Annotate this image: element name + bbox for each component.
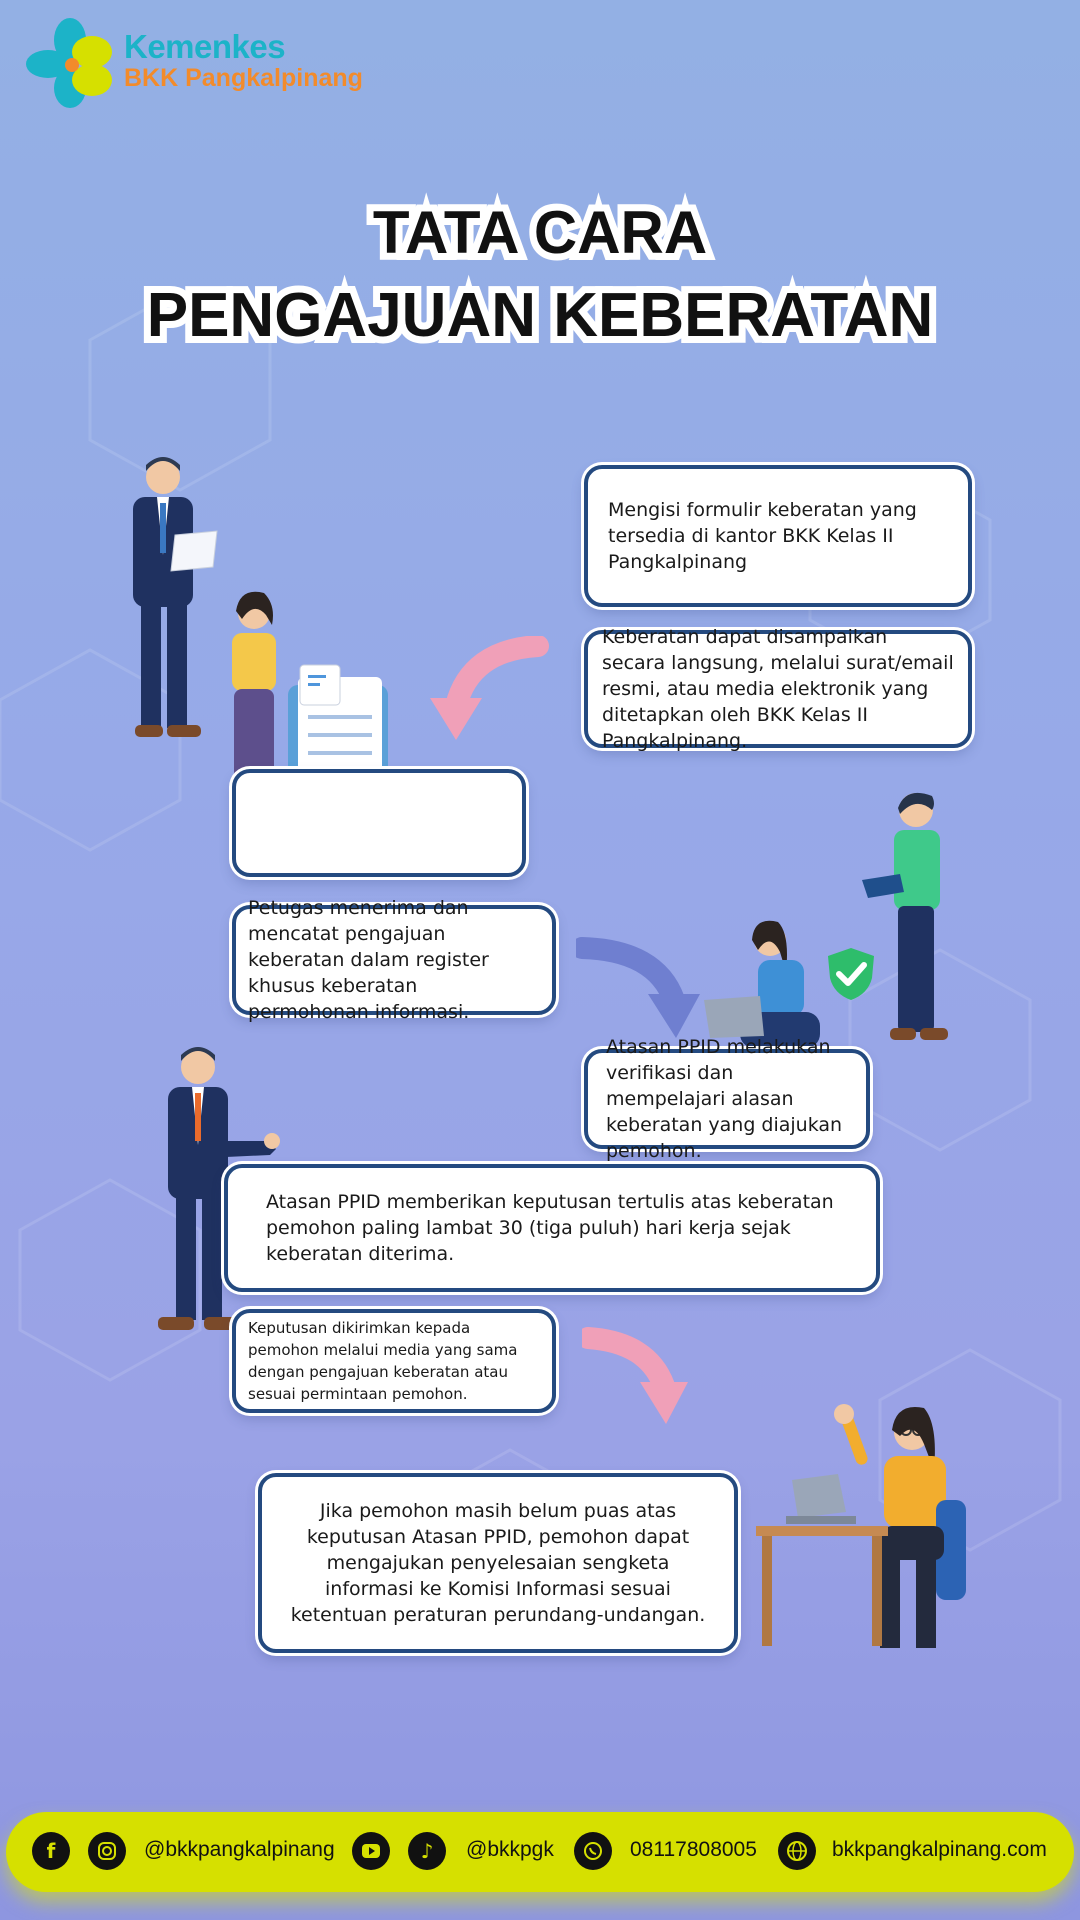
step-5-text: Atasan PPID memberikan keputusan tertuli… <box>266 1191 834 1265</box>
instagram-handle[interactable]: @bkkpangkalpinang <box>144 1838 335 1861</box>
step-2-text: Keberatan dapat disampaikan secara langs… <box>602 626 954 752</box>
social-footer: f @bkkpangkalpinang ♪ @bkkpgk 0811780800… <box>6 1812 1074 1892</box>
step-1-text: Mengisi formulir keberatan yang tersedia… <box>608 499 917 573</box>
page-title-line-2: PENGAJUAN KEBERATAN <box>140 274 941 357</box>
kemenkes-logo-mark-icon <box>26 18 112 108</box>
man-with-clipboard-illustration <box>862 792 948 1040</box>
phone-number[interactable]: 08117808005 <box>630 1838 757 1861</box>
step-1-card: Mengisi formulir keberatan yang tersedia… <box>584 465 972 607</box>
step-4-card: Atasan PPID melakukan verifikasi dan mem… <box>584 1036 870 1162</box>
curved-arrow-pink-1-icon <box>430 636 549 740</box>
logo-subtitle: BKK Pangkalpinang <box>124 64 363 92</box>
tiktok-icon[interactable]: ♪ <box>408 1832 446 1870</box>
kemenkes-logo[interactable]: Kemenkes BKK Pangkalpinang <box>26 18 366 108</box>
step-3-card: Petugas menerima dan mencatat pengajuan … <box>232 897 556 1023</box>
tiktok-handle[interactable]: @bkkpgk <box>466 1838 554 1861</box>
instagram-icon[interactable] <box>88 1832 126 1870</box>
businessman-presenting-illustration <box>158 1047 280 1330</box>
blank-card <box>232 769 526 877</box>
step-6-card: Keputusan dikirimkan kepada pemohon mela… <box>232 1309 556 1413</box>
step-6-text: Keputusan dikirimkan kepada pemohon mela… <box>248 1319 518 1403</box>
page-title-line-1: TATA CARA <box>366 192 714 273</box>
globe-icon[interactable] <box>778 1832 816 1870</box>
youtube-icon[interactable] <box>352 1832 390 1870</box>
step-4-text: Atasan PPID melakukan verifikasi dan mem… <box>606 1036 843 1162</box>
step-5-card: Atasan PPID memberikan keputusan tertuli… <box>224 1164 880 1292</box>
whatsapp-icon[interactable] <box>574 1832 612 1870</box>
logo-title: Kemenkes <box>124 28 286 65</box>
shield-check-icon <box>828 948 874 1000</box>
step-7-card: Jika pemohon masih belum puas atas keput… <box>258 1473 738 1653</box>
step-3-text: Petugas menerima dan mencatat pengajuan … <box>248 897 489 1023</box>
curved-arrow-blue-icon <box>576 937 700 1038</box>
step-7-text: Jika pemohon masih belum puas atas keput… <box>290 1500 706 1626</box>
woman-with-laptop-illustration <box>704 920 820 1048</box>
woman-at-desk-illustration <box>756 1404 966 1648</box>
website-link[interactable]: bkkpangkalpinang.com <box>832 1838 1047 1861</box>
step-2-card: Keberatan dapat disampaikan secara langs… <box>584 626 972 752</box>
facebook-icon[interactable]: f <box>32 1832 70 1870</box>
curved-arrow-pink-2-icon <box>582 1327 688 1424</box>
businessman-reading-illustration <box>133 457 218 737</box>
